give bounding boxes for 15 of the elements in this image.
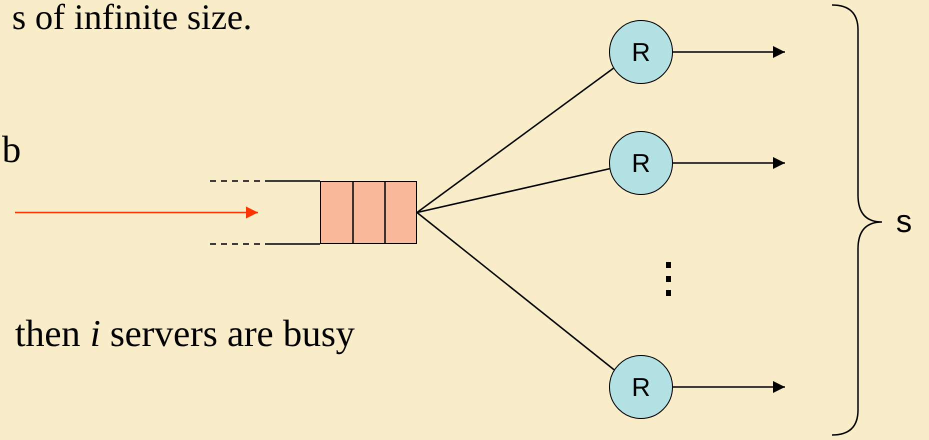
- server-circle: R: [609, 20, 673, 84]
- queue-box: [320, 181, 417, 244]
- brace-label: s: [896, 203, 912, 240]
- text-line: then i servers are busy: [15, 312, 355, 356]
- connector-line: [416, 212, 615, 370]
- server-circle: R: [609, 355, 673, 419]
- server-circle: R: [609, 131, 673, 195]
- arrow: [673, 46, 785, 58]
- text-fragment: b: [2, 128, 21, 172]
- arrow: [673, 157, 785, 169]
- arrow: [15, 206, 258, 218]
- connector-line: [416, 168, 610, 214]
- text-line: s of infinite size.: [12, 0, 252, 38]
- connector-line: [416, 68, 614, 214]
- arrow: [673, 381, 785, 393]
